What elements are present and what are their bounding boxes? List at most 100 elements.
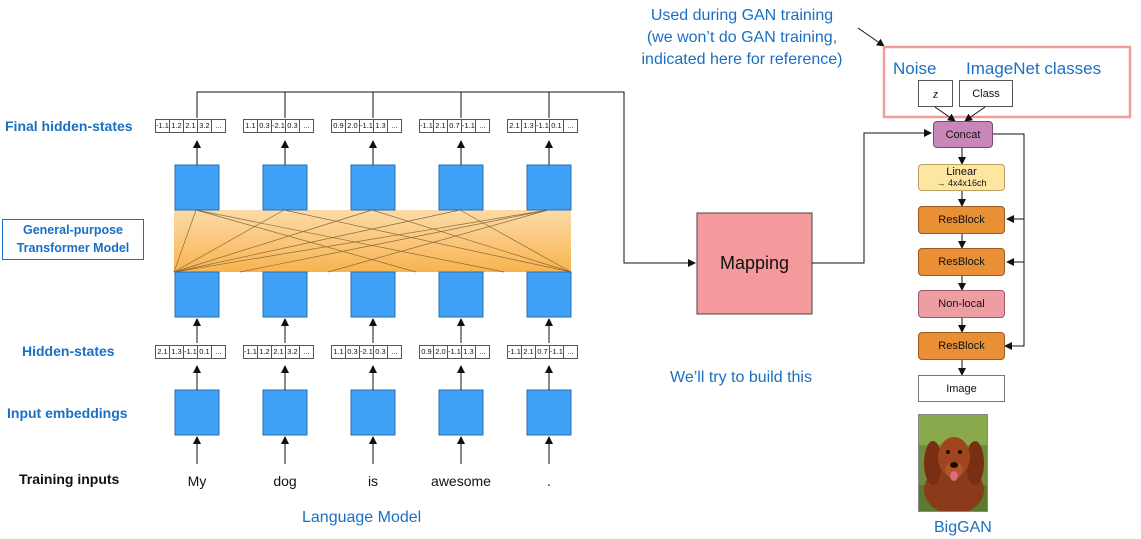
vector-cell: -1.1 <box>155 119 170 133</box>
lm-to-mapping-line <box>196 91 696 267</box>
vector-cell: 0.3 <box>257 119 272 133</box>
vector-cell: 2.0 <box>433 345 448 359</box>
training-input-token: is <box>367 473 379 489</box>
vector-cell: -1.1 <box>549 345 564 359</box>
vector-cell: 3.2 <box>285 345 300 359</box>
transformer-bottom-node <box>350 271 396 318</box>
image-block: Image <box>918 375 1005 402</box>
transformer-label-line: General-purpose <box>22 223 124 237</box>
resblock-1: ResBlock <box>918 206 1005 234</box>
vector-cell: 0.9 <box>331 119 346 133</box>
vector-cell: 0.7 <box>447 119 462 133</box>
transformer-bottom-node <box>438 271 484 318</box>
vector-cell: 2.1 <box>521 345 536 359</box>
training-inputs-label: Training inputs <box>19 471 120 487</box>
embedding-node <box>174 389 220 436</box>
gan-training-note-line: indicated here for reference) <box>641 51 843 68</box>
mapping-to-concat-line <box>812 129 932 264</box>
biggan-caption: BigGAN <box>934 519 992 536</box>
vector-cell: ... <box>475 345 490 359</box>
vector-cell: 1.1 <box>243 119 258 133</box>
vector-cell: -1.1 <box>183 345 198 359</box>
vector-cell: 2.1 <box>183 119 198 133</box>
vector-cell: -1.1 <box>243 345 258 359</box>
attention-band <box>174 210 571 272</box>
training-input-token: awesome <box>431 473 491 489</box>
vector-cell: ... <box>475 119 490 133</box>
language-model-caption: Language Model <box>302 509 422 526</box>
vector-cell: 0.3 <box>285 119 300 133</box>
vector-cell: ... <box>299 119 314 133</box>
gan-training-note-line: Used during GAN training <box>650 7 834 24</box>
vector-cell: -1.1 <box>461 119 476 133</box>
embedding-node <box>526 389 572 436</box>
gan-training-highlight <box>882 45 1132 119</box>
transformer-top-node <box>526 164 572 211</box>
vector-cell: -1.1 <box>535 119 550 133</box>
gan-training-note-line: (we won’t do GAN training, <box>646 29 838 46</box>
imagenet-classes-label: ImageNet classes <box>966 59 1102 78</box>
training-input-token: dog <box>273 473 297 489</box>
final-hidden-states-label: Final hidden-states <box>5 118 133 134</box>
vector-cell: ... <box>211 119 226 133</box>
embedding-node <box>438 389 484 436</box>
vector-cell: 2.1 <box>507 119 522 133</box>
vector-cell: 2.1 <box>271 345 286 359</box>
vector-cell: 2.0 <box>345 119 360 133</box>
annotation-pointer <box>857 27 885 47</box>
vector-cell: 1.3 <box>461 345 476 359</box>
vector-cell: ... <box>563 119 578 133</box>
mapping-block <box>696 212 813 315</box>
vector-cell: 0.1 <box>197 345 212 359</box>
vector-cell: 1.3 <box>169 345 184 359</box>
vector-cell: ... <box>563 345 578 359</box>
vector-cell: 0.3 <box>345 345 360 359</box>
vector-cell: 1.1 <box>331 345 346 359</box>
vector-cell: 1.2 <box>169 119 184 133</box>
vector-cell: ... <box>387 345 402 359</box>
embedding-node <box>350 389 396 436</box>
vector-cell: 0.9 <box>419 345 434 359</box>
gan-training-note: Used during GAN training (we won’t do GA… <box>612 5 872 71</box>
vector-cell: 0.3 <box>373 345 388 359</box>
linear-block-subtitle: → 4x4x16ch <box>936 178 987 188</box>
vector-cell: -2.1 <box>271 119 286 133</box>
vector-cell: -1.1 <box>359 119 374 133</box>
transformer-bottom-node <box>526 271 572 318</box>
training-input-token: . <box>547 473 551 489</box>
noise-label: Noise <box>893 59 937 78</box>
transformer-top-node <box>174 164 220 211</box>
transformer-label-line: Transformer Model <box>16 241 130 255</box>
input-embeddings-label: Input embeddings <box>7 405 128 421</box>
vector-cell: 1.2 <box>257 345 272 359</box>
vector-cell: 1.3 <box>521 119 536 133</box>
training-input-token: My <box>187 473 207 489</box>
vector-cell: 2.1 <box>155 345 170 359</box>
vector-cell: 0.1 <box>549 119 564 133</box>
hidden-states-label: Hidden-states <box>22 343 115 359</box>
z-input-box: z <box>918 80 953 107</box>
vector-cell: -2.1 <box>359 345 374 359</box>
vector-cell: -1.1 <box>419 119 434 133</box>
transformer-top-node <box>350 164 396 211</box>
vector-cell: 2.1 <box>433 119 448 133</box>
resblock-3: ResBlock <box>918 332 1005 360</box>
generated-dog-image <box>918 414 988 512</box>
vector-cell: 1.3 <box>373 119 388 133</box>
vector-cell: ... <box>387 119 402 133</box>
class-input-box: Class <box>959 80 1013 107</box>
transformer-top-node <box>438 164 484 211</box>
vector-cell: -1.1 <box>507 345 522 359</box>
transformer-label-box: General-purpose Transformer Model <box>2 219 144 260</box>
vector-cell: 0.7 <box>535 345 550 359</box>
